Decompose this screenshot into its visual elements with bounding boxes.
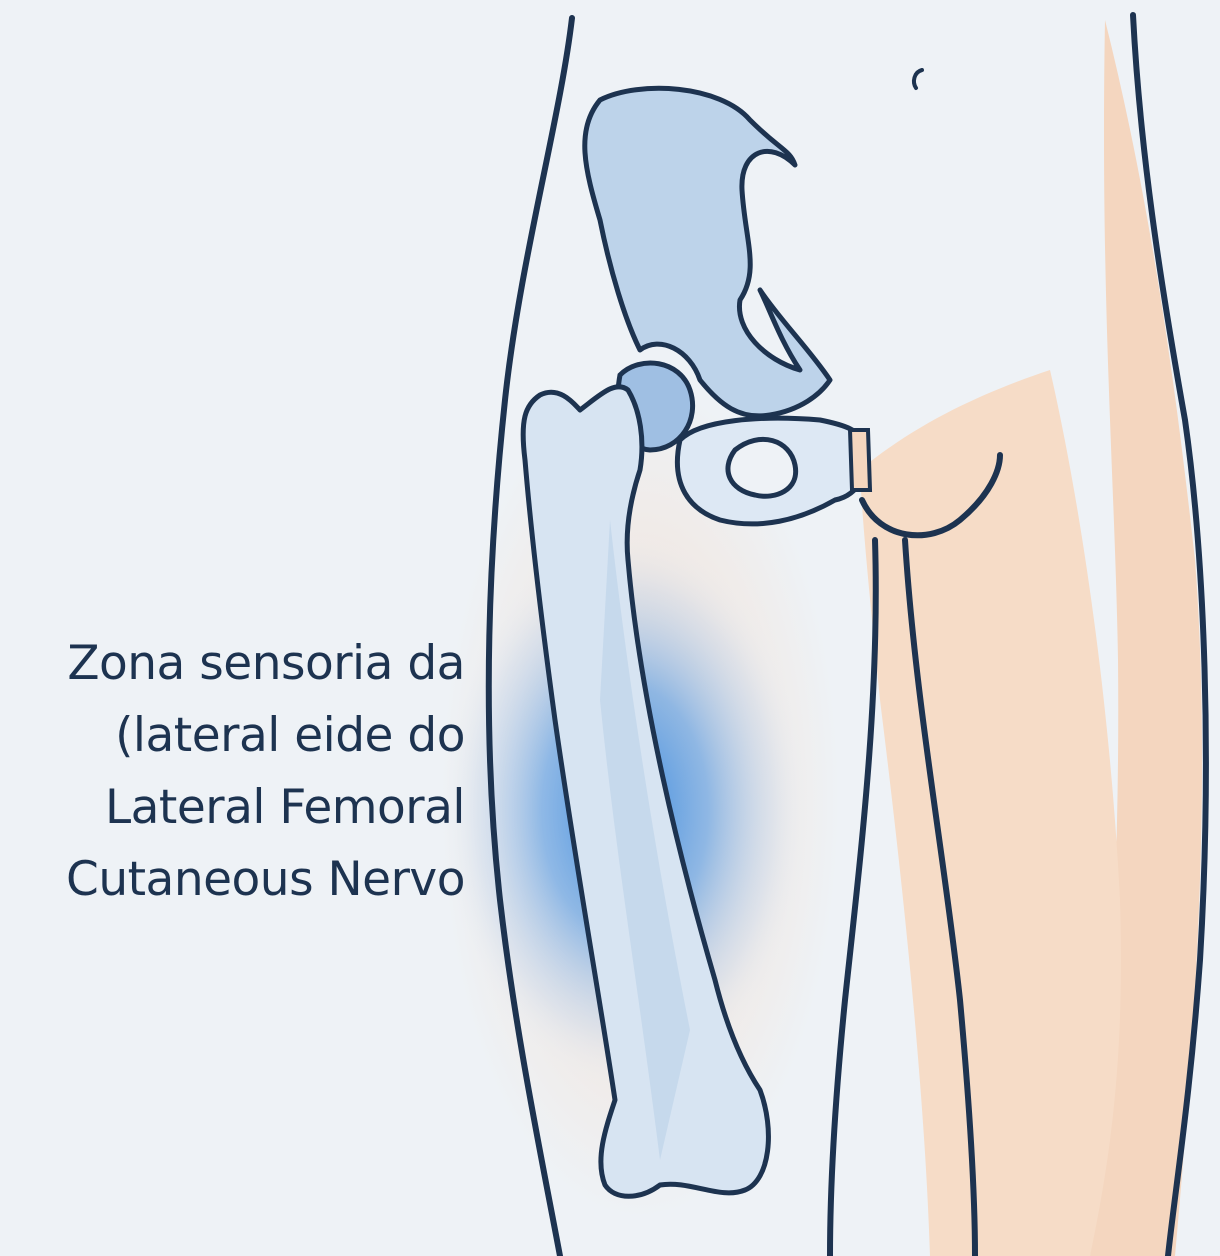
label-line-3: Lateral Femoral [66,772,465,844]
label-line-4: Cutaneous Nervo [66,844,465,916]
label-line-2: (lateral eide do [66,700,465,772]
thigh-outline-inner [830,540,876,1256]
pubic-symphysis [850,430,870,490]
sensory-zone-label: Zona sensoria da (lateral eide do Latera… [66,628,465,916]
label-line-1: Zona sensoria da [66,628,465,700]
pelvis-bone [585,88,830,416]
obturator-foramen [728,439,796,496]
navel-mark [914,70,922,88]
inner-thigh-skin [860,370,1121,1256]
